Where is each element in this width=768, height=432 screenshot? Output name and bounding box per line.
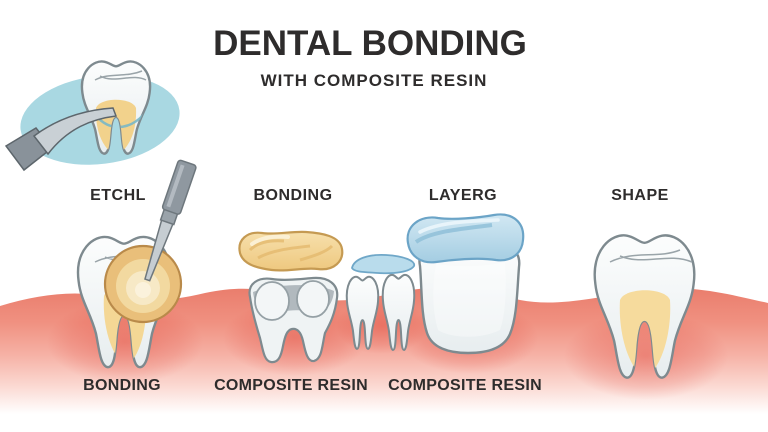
applicator-tool-icon bbox=[4, 107, 118, 172]
stage-label-shape: SHAPE bbox=[611, 187, 669, 204]
shape-stage-illustration bbox=[595, 235, 695, 378]
blue-resin-layer bbox=[406, 213, 525, 264]
layering-stage-illustration bbox=[406, 213, 525, 355]
stage-label-bonding: BONDING bbox=[253, 187, 333, 204]
tooth-cusp bbox=[254, 281, 290, 321]
small-tooth bbox=[383, 275, 415, 350]
page-title: DENTAL BONDING bbox=[213, 24, 527, 63]
composite-resin-blob bbox=[238, 230, 344, 272]
small-tooth bbox=[347, 277, 379, 349]
layered-tooth-highlight bbox=[433, 262, 506, 337]
stage-label-etch: ETCHL bbox=[90, 187, 146, 204]
intro-tooth-ridge bbox=[94, 70, 147, 81]
etching-drill-icon bbox=[144, 159, 197, 282]
gum-shadow bbox=[564, 312, 728, 400]
intro-bonding-illustration bbox=[4, 61, 180, 172]
resin-lens bbox=[351, 254, 416, 275]
material-label-composite-resin: COMPOSITE RESIN bbox=[214, 377, 368, 394]
neighbor-teeth-illustration bbox=[347, 254, 416, 350]
etched-cavity bbox=[103, 244, 183, 324]
tooth-cusp bbox=[296, 280, 330, 318]
material-label-composite-resin-2: COMPOSITE RESIN bbox=[388, 377, 542, 394]
etch-stage-illustration bbox=[78, 159, 197, 368]
gum-shadow bbox=[47, 300, 203, 384]
page-subtitle: WITH COMPOSITE RESIN bbox=[260, 71, 488, 90]
shaped-tooth-ridge bbox=[609, 249, 693, 263]
material-label-bonding: BONDING bbox=[83, 377, 161, 394]
bonding-stage-illustration bbox=[238, 230, 344, 364]
stage-label-layering: LAYERG bbox=[428, 187, 498, 204]
